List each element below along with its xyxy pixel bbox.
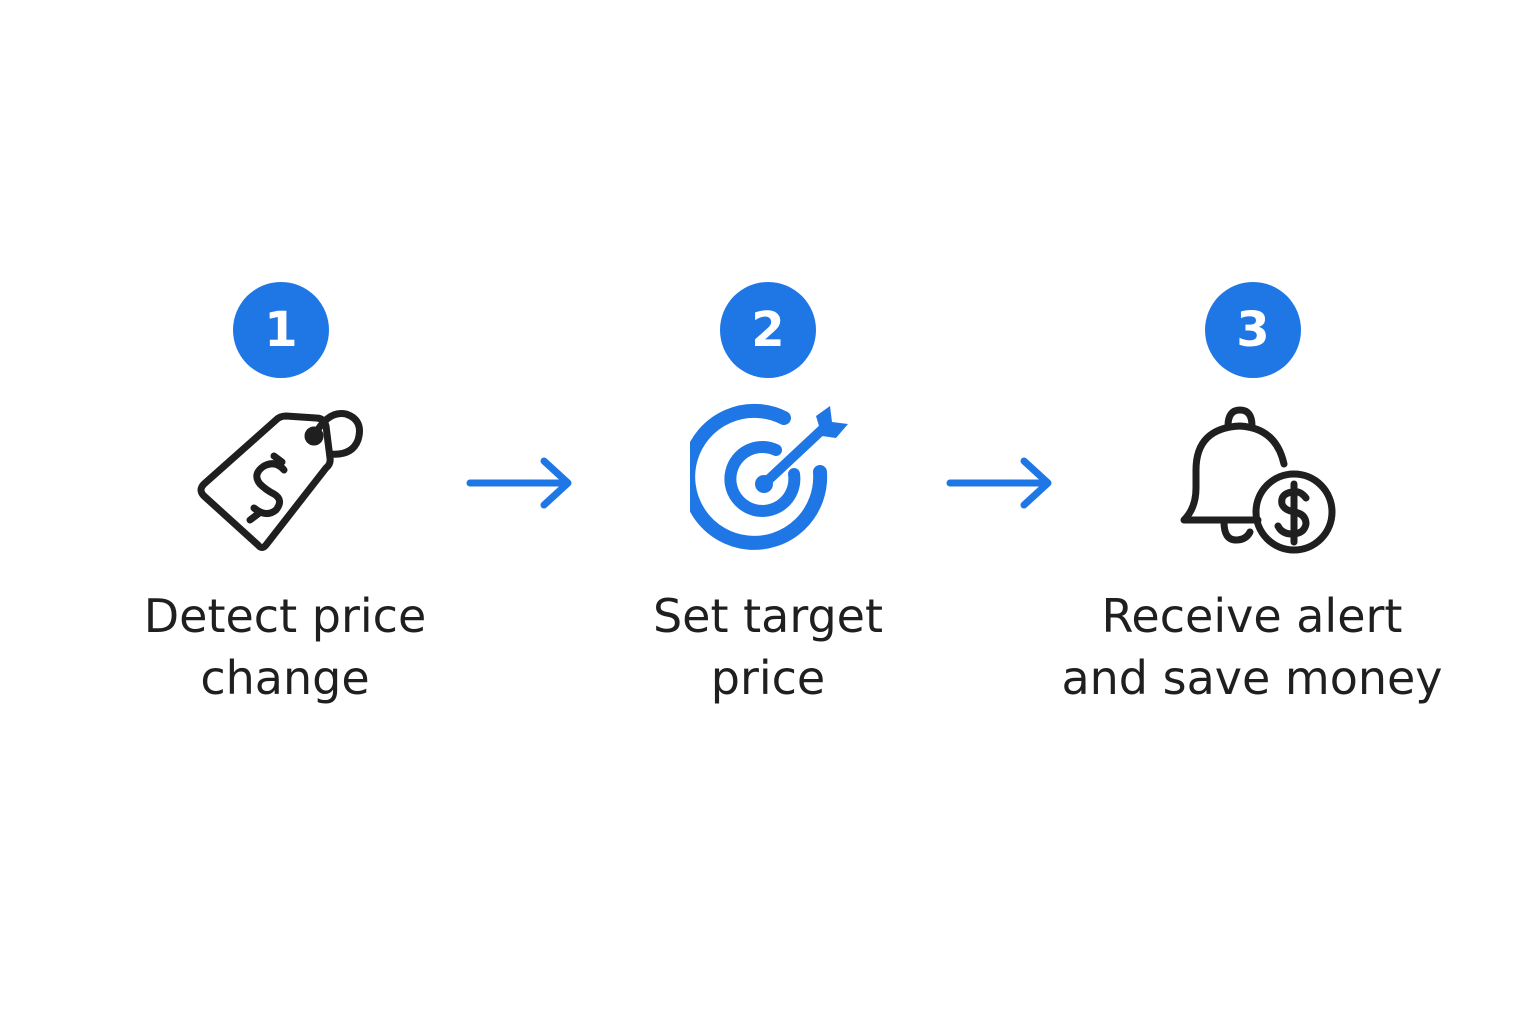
step-3-label: Receive alert and save money (1042, 585, 1462, 709)
step-3-label-line-1: Receive alert (1101, 589, 1403, 643)
step-1-label: Detect price change (75, 585, 495, 709)
arrow-right-icon (946, 457, 1052, 509)
step-1-number-badge: 1 (233, 282, 329, 378)
step-1-label-line-1: Detect price (143, 589, 427, 643)
step-3-label-line-2: and save money (1061, 651, 1443, 705)
step-2-label: Set target price (558, 585, 978, 709)
step-1-label-line-2: change (200, 651, 370, 705)
bell-dollar-icon (1180, 406, 1336, 554)
step-3-number-badge: 3 (1205, 282, 1301, 378)
target-icon (690, 403, 848, 550)
step-2-label-line-1: Set target (652, 589, 884, 643)
step-2-number-badge: 2 (720, 282, 816, 378)
price-tag-icon (197, 409, 363, 551)
step-2-label-line-2: price (710, 651, 826, 705)
arrow-right-icon (466, 457, 572, 509)
